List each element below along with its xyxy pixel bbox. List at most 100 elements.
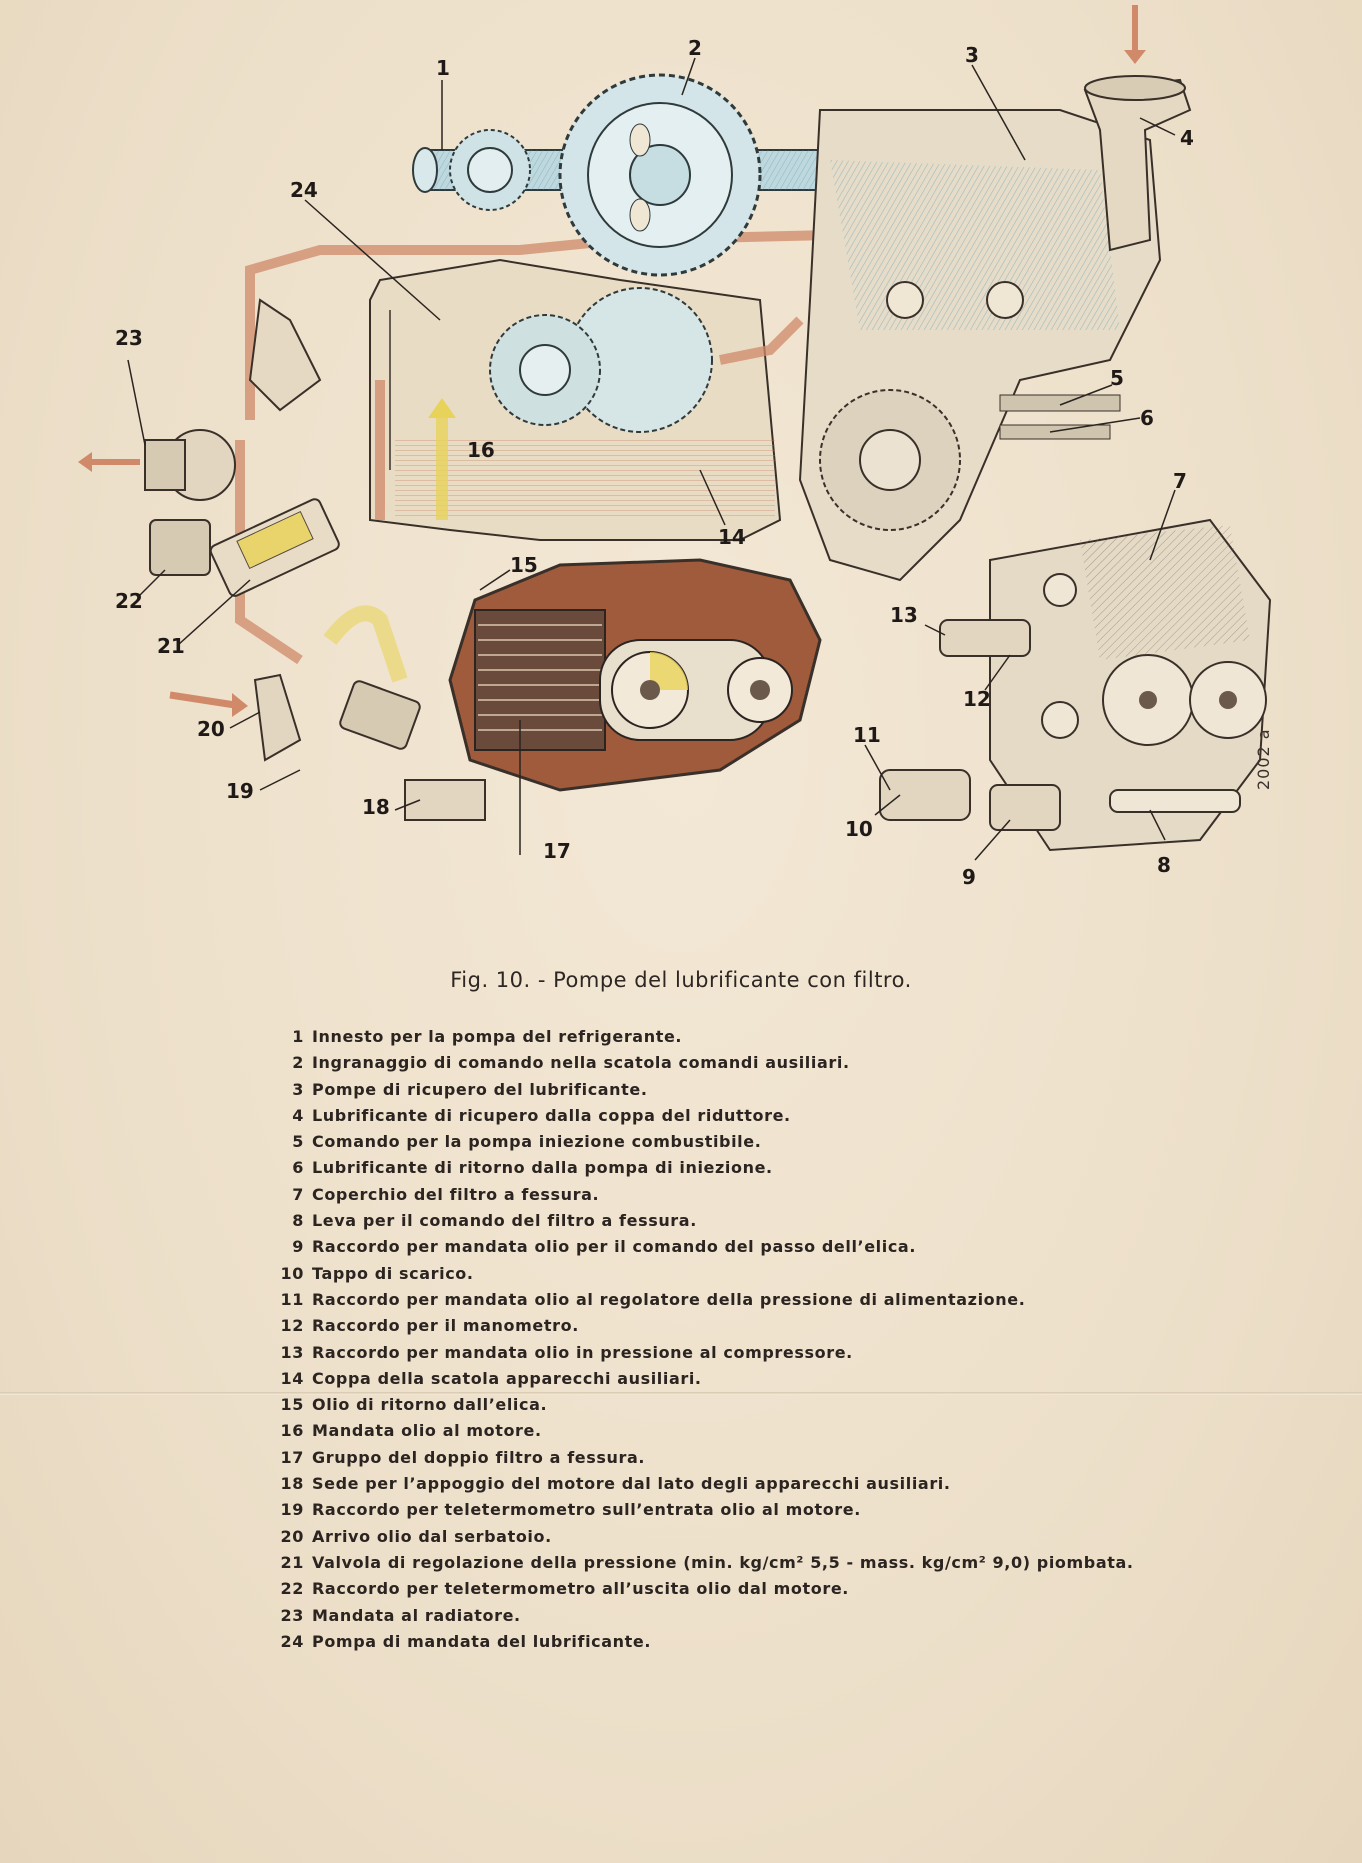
legend-text: Raccordo per mandata olio per il comando…: [312, 1237, 917, 1257]
legend-text: Tappo di scarico.: [312, 1263, 474, 1283]
figure-caption: Fig. 10. - Pompe del lubrificante con fi…: [450, 968, 912, 992]
legend-item: 22 Raccordo per teletermometro all’uscita…: [268, 1576, 1268, 1602]
callout-20: 20: [197, 717, 225, 741]
legend-text: Mandata olio al motore.: [312, 1421, 542, 1441]
callout-18: 18: [362, 795, 390, 819]
legend-number: 3: [292, 1079, 304, 1099]
legend-text: Olio di ritorno dall’elica.: [312, 1395, 548, 1415]
callout-2: 2: [688, 36, 702, 60]
legend-item: 3 Pompe di ricupero del lubrificante.: [268, 1077, 1268, 1103]
legend-text: Raccordo per mandata olio al regolatore …: [312, 1289, 1026, 1309]
legend-text: Ingranaggio di comando nella scatola com…: [312, 1053, 850, 1073]
legend-item: 10 Tappo di scarico.: [268, 1261, 1268, 1287]
callout-7: 7: [1173, 469, 1187, 493]
legend-text: Sede per l’appoggio del motore dal lato …: [312, 1474, 951, 1494]
callout-3: 3: [965, 43, 979, 67]
left-fittings: [78, 298, 322, 576]
legend-item: 15 Olio di ritorno dall’elica.: [268, 1392, 1268, 1418]
legend-text: Leva per il comando del filtro a fessura…: [312, 1211, 697, 1231]
legend-number: 21: [280, 1552, 304, 1572]
legend-item: 5 Comando per la pompa iniezione combusti…: [268, 1129, 1268, 1155]
legend-number: 15: [280, 1395, 304, 1415]
exploded-pump-diagram: 1 2 3 4 5 6 7 8 9 10 11 12 13 14 15 16 1…: [78, 5, 1272, 889]
legend-number: 7: [292, 1184, 304, 1204]
drawing-code: 2002 a: [1254, 728, 1273, 790]
callout-4: 4: [1180, 126, 1194, 150]
callout-12: 12: [963, 687, 991, 711]
legend-text: Mandata al radiatore.: [312, 1605, 521, 1625]
legend-text: Coppa della scatola apparecchi ausiliari…: [312, 1368, 702, 1388]
legend-text: Raccordo per teletermometro all’uscita o…: [312, 1579, 849, 1599]
legend-number: 16: [280, 1421, 304, 1441]
legend-number: 1: [292, 1027, 304, 1046]
legend-number: 22: [280, 1579, 304, 1599]
legend-number: 11: [280, 1289, 304, 1309]
legend-number: 13: [280, 1342, 304, 1362]
callout-14: 14: [718, 525, 746, 549]
legend-item: 17 Gruppo del doppio filtro a fessura.: [268, 1445, 1268, 1471]
callout-13: 13: [890, 603, 918, 627]
legend-number: 14: [280, 1368, 304, 1388]
legend-text: Raccordo per teletermometro sull’entrata…: [312, 1500, 861, 1520]
legend-item: 19 Raccordo per teletermometro sull’entra…: [268, 1497, 1268, 1523]
legend-number: 19: [280, 1500, 304, 1520]
legend-number: 2: [292, 1053, 304, 1073]
pressure-relief-valve: [209, 398, 456, 683]
legend-item: 16 Mandata olio al motore.: [268, 1418, 1268, 1444]
legend-text: Pompa di mandata del lubrificante.: [312, 1631, 652, 1651]
callout-23: 23: [115, 326, 143, 350]
legend-number: 20: [280, 1526, 304, 1546]
double-slot-filter: [448, 558, 822, 792]
legend-text: Lubrificante di ricupero dalla coppa del…: [312, 1105, 791, 1125]
callout-9: 9: [962, 865, 976, 889]
drive-shaft-assembly: [412, 73, 841, 277]
legend-number: 18: [280, 1474, 304, 1494]
legend-text: Innesto per la pompa del refrigerante.: [312, 1027, 683, 1046]
callout-6: 6: [1140, 406, 1154, 430]
legend-text: Raccordo per mandata olio in pressione a…: [312, 1342, 853, 1362]
legend-number: 5: [292, 1132, 304, 1152]
legend-number: 8: [292, 1211, 304, 1231]
legend-number: 10: [280, 1263, 304, 1283]
legend-item: 6 Lubrificante di ritorno dalla pompa di …: [268, 1155, 1268, 1181]
oil-inlet-fitting: [169, 673, 486, 821]
legend-item: 13 Raccordo per mandata olio in pressione…: [268, 1340, 1268, 1366]
callout-24: 24: [290, 178, 318, 202]
legend-item: 11 Raccordo per mandata olio al regolator…: [268, 1287, 1268, 1313]
legend-item: 18 Sede per l’appoggio del motore dal lat…: [268, 1471, 1268, 1497]
legend-item: 24 Pompa di mandata del lubrificante.: [268, 1629, 1268, 1655]
legend-text: Gruppo del doppio filtro a fessura.: [312, 1447, 646, 1467]
legend-number: 17: [280, 1447, 304, 1467]
legend-item: 14 Coppa della scatola apparecchi ausilia…: [268, 1366, 1268, 1392]
legend-text: Comando per la pompa iniezione combustib…: [312, 1132, 762, 1152]
legend-item: 7 Coperchio del filtro a fessura.: [268, 1182, 1268, 1208]
callout-16: 16: [467, 438, 495, 462]
callout-5: 5: [1110, 366, 1124, 390]
legend-text: Coperchio del filtro a fessura.: [312, 1184, 600, 1204]
legend-number: 6: [292, 1158, 304, 1178]
callout-17: 17: [543, 839, 571, 863]
legend-item: 8 Leva per il comando del filtro a fessur…: [268, 1208, 1268, 1234]
legend-text: Pompe di ricupero del lubrificante.: [312, 1079, 648, 1099]
legend-number: 24: [280, 1631, 304, 1651]
callout-11: 11: [853, 723, 881, 747]
legend-number: 9: [292, 1237, 304, 1257]
callout-8: 8: [1157, 853, 1171, 877]
legend-item: 12 Raccordo per il manometro.: [268, 1313, 1268, 1339]
paper-fold-line: [0, 1392, 1362, 1395]
callout-19: 19: [226, 779, 254, 803]
callout-numbers: 1 2 3 4 5 6 7 8 9 10 11 12 13 14 15 16 1…: [115, 36, 1194, 889]
legend-text: Raccordo per il manometro.: [312, 1316, 579, 1336]
callout-leader-lines: [127, 57, 1176, 861]
legend-number: 12: [280, 1316, 304, 1336]
legend-item: 1 Innesto per la pompa del refrigerante.: [268, 1024, 1268, 1050]
callout-21: 21: [157, 634, 185, 658]
legend-item: 2 Ingranaggio di comando nella scatola co…: [268, 1050, 1268, 1076]
filter-cover-assembly: [879, 518, 1272, 852]
legend-text: Arrivo olio dal serbatoio.: [312, 1526, 552, 1546]
legend-text: Lubrificante di ritorno dalla pompa di i…: [312, 1158, 773, 1178]
